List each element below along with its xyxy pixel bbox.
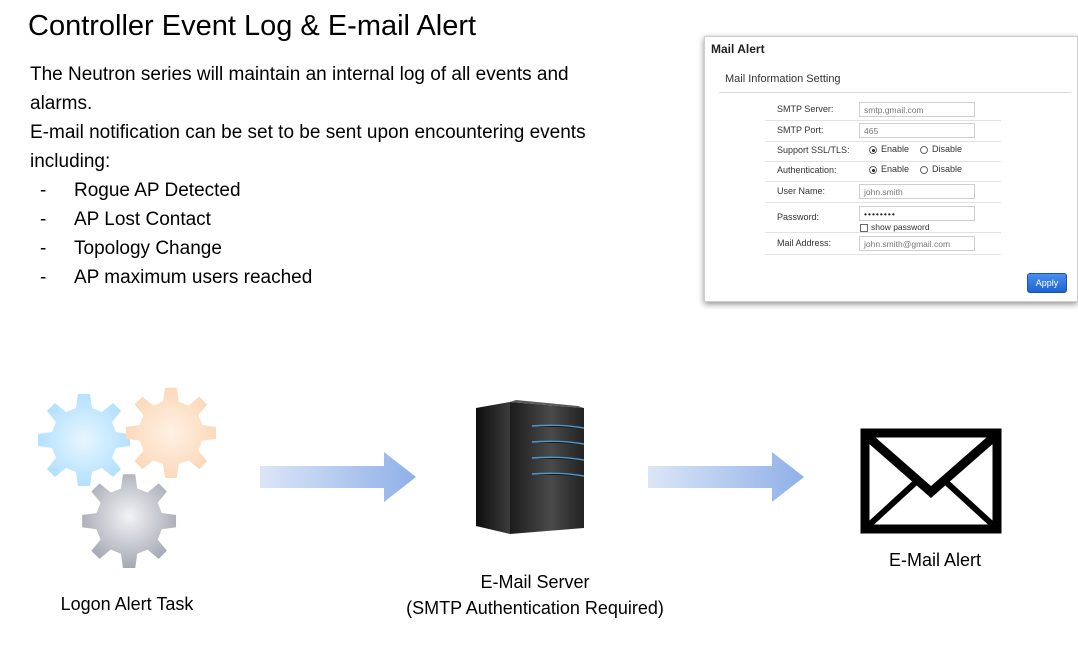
- ssl-label: Support SSL/TLS:: [777, 145, 850, 155]
- username-input[interactable]: john.smith: [859, 184, 975, 199]
- arrow-right-icon: [260, 452, 416, 502]
- paragraph-2-line-1: E-mail notification can be set to be sen…: [30, 122, 586, 143]
- list-item: -Rogue AP Detected: [40, 180, 241, 201]
- paragraph-1-line-1: The Neutron series will maintain an inte…: [30, 64, 569, 85]
- mail-alert-panel: Mail Alert Mail Information Setting SMTP…: [704, 36, 1078, 302]
- mail-address-row: Mail Address: john.smith@gmail.com: [765, 234, 1001, 255]
- smtp-port-input[interactable]: 465: [859, 123, 975, 138]
- list-item: -Topology Change: [40, 238, 222, 259]
- smtp-port-label: SMTP Port:: [777, 125, 824, 135]
- apply-button[interactable]: Apply: [1027, 273, 1067, 293]
- section-divider: [719, 92, 1071, 93]
- server-icon: [476, 400, 585, 534]
- gears-icon: [38, 387, 216, 569]
- show-password-label: show password: [871, 222, 930, 232]
- gear-orange: [125, 387, 216, 478]
- auth-disable-radio[interactable]: [920, 166, 928, 174]
- mail-address-input[interactable]: john.smith@gmail.com: [859, 236, 975, 251]
- event-list: -Rogue AP Detected -AP Lost Contact -Top…: [40, 176, 312, 292]
- smtp-server-row: SMTP Server: smtp.gmail.com: [765, 100, 1001, 121]
- password-input[interactable]: ••••••••: [859, 206, 975, 221]
- server-caption-line-1: E-Mail Server: [480, 572, 590, 592]
- smtp-server-label: SMTP Server:: [777, 104, 834, 114]
- panel-title: Mail Alert: [711, 42, 765, 56]
- auth-disable-label: Disable: [932, 164, 963, 174]
- authentication-label: Authentication:: [777, 165, 837, 175]
- show-password-checkbox[interactable]: [860, 224, 868, 232]
- password-label: Password:: [777, 212, 820, 222]
- section-title: Mail Information Setting: [725, 73, 841, 85]
- paragraph-1-line-2: alarms.: [30, 93, 93, 114]
- password-row: Password: •••••••• show password: [765, 204, 1001, 233]
- username-row: User Name: john.smith: [765, 182, 1001, 203]
- ssl-row: Support SSL/TLS: Enable Disable: [765, 141, 1001, 162]
- list-item: -AP Lost Contact: [40, 209, 211, 230]
- auth-enable-radio[interactable]: [869, 166, 877, 174]
- server-caption-line-2: (SMTP Authentication Required): [406, 598, 664, 618]
- arrow-right-icon: [648, 452, 804, 502]
- auth-enable-label: Enable: [881, 164, 910, 174]
- ssl-disable-label: Disable: [932, 144, 963, 154]
- list-item: -AP maximum users reached: [40, 267, 313, 288]
- slide-title: Controller Event Log & E-mail Alert: [28, 10, 477, 42]
- paragraph-2-line-2: including:: [30, 151, 111, 172]
- smtp-server-input[interactable]: smtp.gmail.com: [859, 102, 975, 117]
- alert-caption: E-Mail Alert: [888, 550, 982, 570]
- gear-gray: [82, 474, 177, 569]
- mail-address-label: Mail Address:: [777, 238, 832, 248]
- smtp-port-row: SMTP Port: 465: [765, 121, 1001, 142]
- username-label: User Name:: [777, 186, 826, 196]
- gear-blue: [38, 394, 130, 486]
- ssl-enable-label: Enable: [881, 144, 910, 154]
- ssl-enable-radio[interactable]: [869, 146, 877, 154]
- task-caption: Logon Alert Task: [60, 594, 194, 614]
- ssl-disable-radio[interactable]: [920, 146, 928, 154]
- authentication-row: Authentication: Enable Disable: [765, 161, 1001, 182]
- envelope-icon: [860, 428, 1002, 534]
